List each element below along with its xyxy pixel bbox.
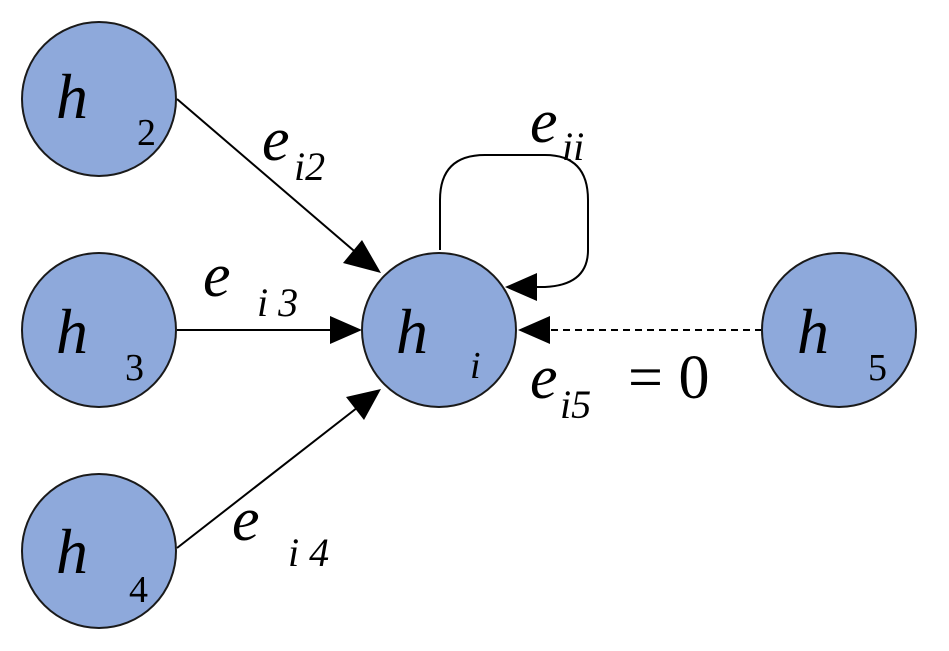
edge-labels-layer: e i2 e i 3 e i 4 e ii e i5 = 0 bbox=[203, 88, 709, 575]
node-h4-circle bbox=[21, 473, 177, 629]
node-h4: h 4 bbox=[21, 473, 177, 629]
edge-label-e-i4-symbol: e bbox=[232, 486, 260, 554]
node-h3: h 3 bbox=[21, 252, 177, 408]
edge-h4-to-hi bbox=[176, 403, 363, 549]
edge-label-e-ii: e ii bbox=[530, 88, 584, 169]
edge-label-e-i5-symbol: e bbox=[530, 344, 558, 412]
edge-label-e-i2: e i2 bbox=[262, 106, 325, 189]
node-h3-circle bbox=[21, 252, 177, 408]
node-h2-symbol: h bbox=[56, 61, 88, 132]
node-h2: h 2 bbox=[21, 21, 177, 177]
edge-h5-arrowhead bbox=[518, 316, 550, 344]
edge-label-e-i3-subscript: i 3 bbox=[257, 280, 298, 325]
edge-h2-arrowhead bbox=[343, 240, 381, 273]
node-h5: h 5 bbox=[761, 252, 917, 408]
edge-label-e-i3-symbol: e bbox=[203, 242, 231, 310]
edge-label-e-i4: e i 4 bbox=[232, 486, 329, 575]
node-h3-subscript: 3 bbox=[125, 347, 144, 389]
node-h5-circle bbox=[761, 252, 917, 408]
edge-h4-arrowhead bbox=[346, 389, 381, 420]
edge-label-e-i5-value: = 0 bbox=[628, 344, 709, 412]
edge-label-e-i5: e i5 = 0 bbox=[530, 344, 709, 427]
node-h2-circle bbox=[21, 21, 177, 177]
edge-label-e-ii-subscript: ii bbox=[562, 124, 584, 169]
edge-label-e-i4-subscript: i 4 bbox=[288, 530, 329, 575]
edge-h2-to-hi bbox=[176, 98, 361, 257]
node-h2-subscript: 2 bbox=[137, 112, 156, 154]
edges-layer bbox=[176, 98, 762, 549]
node-h4-symbol: h bbox=[56, 516, 88, 587]
edge-self-loop-arrowhead bbox=[505, 273, 537, 301]
node-hi-subscript: i bbox=[470, 345, 481, 387]
node-h5-subscript: 5 bbox=[868, 347, 887, 389]
edge-label-e-i5-subscript: i5 bbox=[560, 382, 591, 427]
edge-label-e-ii-symbol: e bbox=[530, 88, 558, 156]
nodes-layer: h 2 h 3 h 4 h i h 5 bbox=[21, 21, 917, 629]
edge-hi-self-loop bbox=[439, 154, 589, 288]
node-hi-circle bbox=[361, 252, 517, 408]
edge-label-e-i2-subscript: i2 bbox=[294, 144, 325, 189]
node-hi: h i bbox=[361, 252, 517, 408]
node-h4-subscript: 4 bbox=[129, 569, 148, 611]
node-h3-symbol: h bbox=[56, 296, 88, 367]
node-hi-symbol: h bbox=[396, 296, 428, 367]
edge-label-e-i2-symbol: e bbox=[262, 106, 290, 174]
node-h5-symbol: h bbox=[797, 296, 829, 367]
edge-h3-arrowhead bbox=[330, 316, 362, 344]
edge-label-e-i3: e i 3 bbox=[203, 242, 298, 325]
